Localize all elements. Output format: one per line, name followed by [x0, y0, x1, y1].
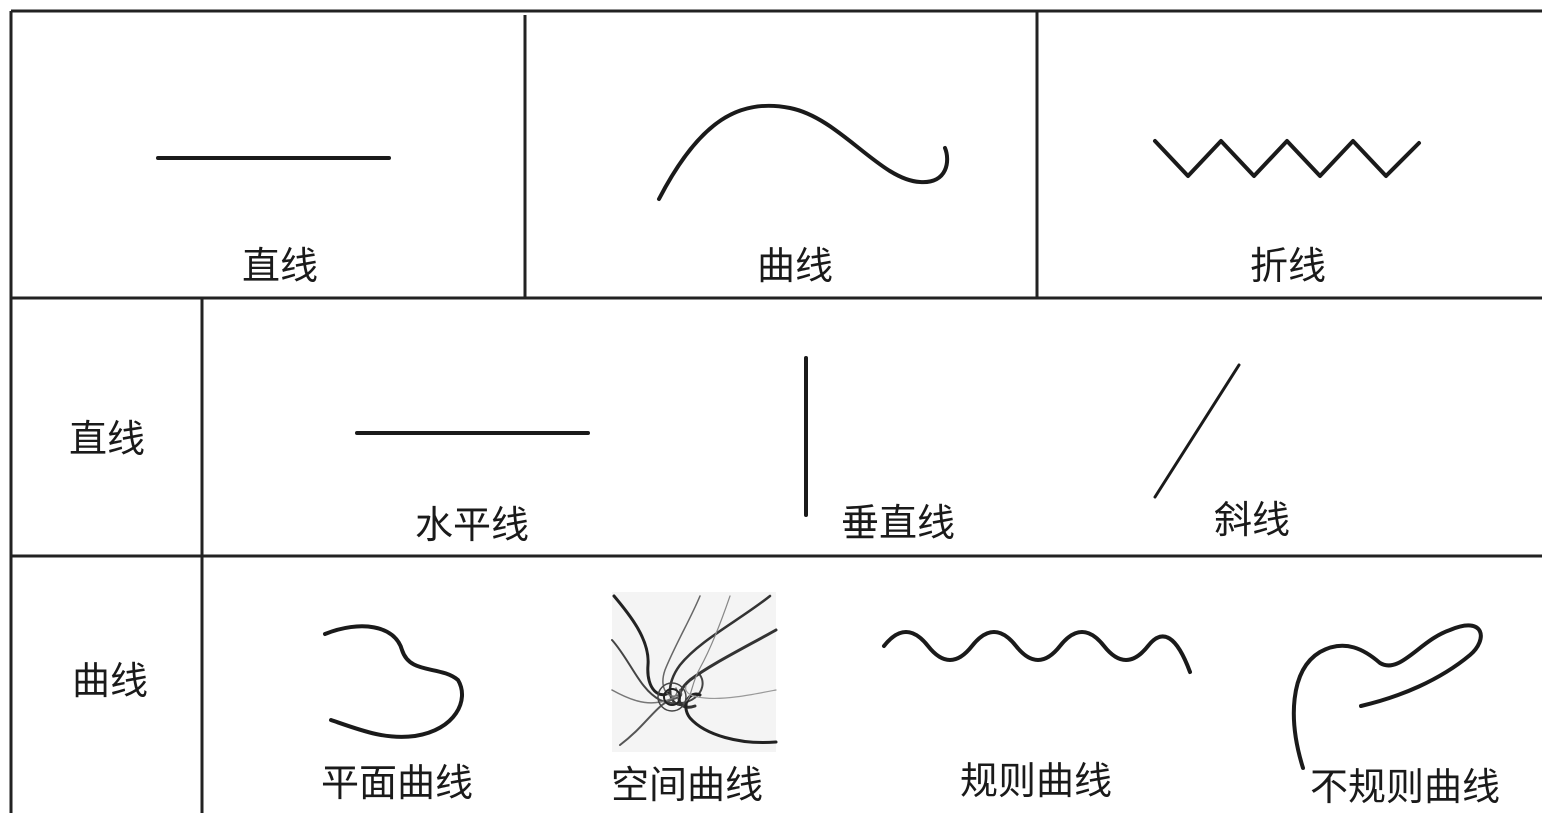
- polyline-label: 折线: [1250, 244, 1326, 288]
- regular-curve-label: 规则曲线: [960, 759, 1112, 803]
- swirl-stroke-6: [684, 692, 778, 745]
- polyline-sample: [1153, 139, 1421, 178]
- cell-polyline: 折线: [1153, 139, 1421, 288]
- curve-label: 曲线: [757, 244, 833, 288]
- swirl-center-2: [657, 682, 687, 712]
- curve-sample: [657, 103, 950, 201]
- cell-irregular-curve: 不规则曲线: [1291, 623, 1500, 809]
- row-label-curve: 曲线: [72, 659, 148, 703]
- swirl-stroke-7: [662, 595, 701, 697]
- irregular-curve-sample: [1291, 623, 1483, 770]
- table-frame: [9, 9, 1542, 813]
- swirl-stroke-3: [611, 639, 704, 705]
- straight-line-label: 直线: [242, 244, 318, 288]
- cell-vertical-line: 垂直线: [804, 356, 955, 545]
- vertical-line-label: 垂直线: [841, 501, 955, 545]
- plane-curve-sample: [323, 624, 464, 739]
- cell-curve: 曲线: [657, 103, 950, 288]
- cell-regular-curve: 规则曲线: [882, 630, 1192, 803]
- regular-curve-sample: [882, 630, 1192, 674]
- swirl-stroke-1: [612, 594, 672, 697]
- space-curve-label: 空间曲线: [611, 763, 763, 807]
- cell-space-curve: 空间曲线: [611, 592, 778, 807]
- cell-straight-line: 直线: [156, 156, 391, 288]
- cell-oblique-line: 斜线: [1153, 363, 1290, 542]
- space-curve-swirl-image: [611, 592, 778, 752]
- oblique-line-sample: [1153, 363, 1241, 499]
- plane-curve-label: 平面曲线: [321, 761, 473, 805]
- swirl-stroke-10: [685, 685, 777, 700]
- cell-plane-curve: 平面曲线: [321, 624, 473, 805]
- swirl-background: [612, 592, 776, 752]
- swirl-stroke-8: [611, 687, 678, 704]
- swirl-center-1: [663, 688, 681, 706]
- swirl-stroke-9: [683, 595, 731, 703]
- row-label-straight: 直线: [69, 417, 145, 461]
- horizontal-line-label: 水平线: [415, 503, 529, 547]
- oblique-line-label: 斜线: [1214, 498, 1290, 542]
- swirl-stroke-4: [677, 628, 778, 709]
- irregular-curve-label: 不规则曲线: [1310, 765, 1500, 809]
- cell-horizontal-line: 水平线: [355, 431, 590, 547]
